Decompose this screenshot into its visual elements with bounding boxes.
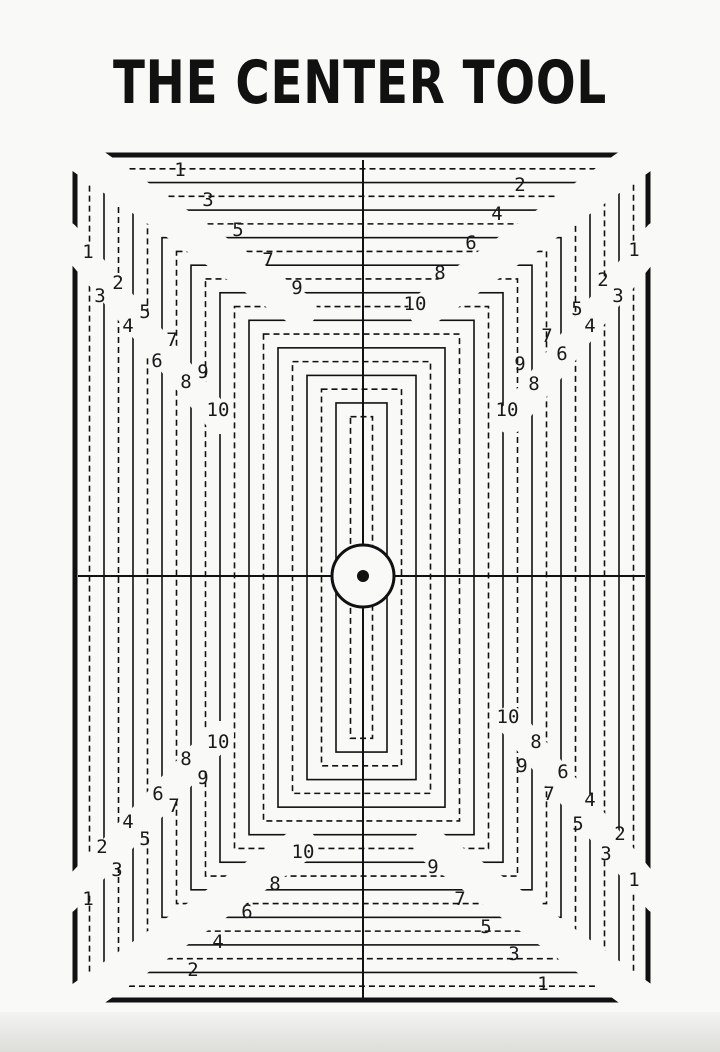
frame-label-6: 6 bbox=[465, 232, 476, 254]
frame-label-5: 5 bbox=[139, 301, 150, 323]
frame-label-7: 7 bbox=[454, 888, 465, 910]
frame-label-8: 8 bbox=[269, 873, 280, 895]
frame-label-2: 2 bbox=[112, 272, 123, 294]
frame-label-8: 8 bbox=[434, 262, 445, 284]
frame-label-1: 1 bbox=[82, 241, 93, 263]
frame-label-10: 10 bbox=[496, 399, 519, 421]
frame-label-10: 10 bbox=[497, 706, 520, 728]
center-dot bbox=[357, 570, 369, 582]
frame-label-8: 8 bbox=[530, 731, 541, 753]
frame-label-4: 4 bbox=[212, 931, 223, 953]
frame-label-2: 2 bbox=[187, 959, 198, 981]
frame-label-9: 9 bbox=[427, 856, 438, 878]
corner-band-3 bbox=[413, 828, 675, 1027]
frame-label-5: 5 bbox=[139, 828, 150, 850]
frame-label-2: 2 bbox=[614, 823, 625, 845]
frame-outline-0 bbox=[72, 152, 651, 1003]
frame-label-1: 1 bbox=[628, 239, 639, 261]
corner-band-2 bbox=[48, 828, 317, 1027]
frame-label-3: 3 bbox=[202, 189, 213, 211]
frame-label-6: 6 bbox=[151, 350, 162, 372]
frame-label-5: 5 bbox=[232, 219, 243, 241]
frame-outline-15 bbox=[291, 360, 432, 795]
frame-outline-13 bbox=[262, 333, 461, 822]
frame-outline-14 bbox=[277, 347, 446, 808]
frame-outline-17 bbox=[320, 388, 403, 767]
side-band-2 bbox=[51, 721, 234, 914]
frame-outline-10 bbox=[219, 291, 504, 864]
frame-label-9: 9 bbox=[514, 353, 525, 375]
frame-label-10: 10 bbox=[207, 399, 230, 421]
frame-label-7: 7 bbox=[168, 795, 179, 817]
frame-outline-3 bbox=[117, 195, 606, 960]
frame-label-4: 4 bbox=[491, 203, 502, 225]
frame-label-4: 4 bbox=[122, 315, 133, 337]
frame-outline-7 bbox=[175, 250, 548, 905]
frame-outline-2 bbox=[103, 181, 620, 974]
frame-outline-5 bbox=[146, 223, 577, 932]
page-title: THE CENTER TOOL bbox=[112, 48, 608, 118]
frame-outline-1 bbox=[88, 167, 635, 988]
frame-label-3: 3 bbox=[612, 285, 623, 307]
frame-label-7: 7 bbox=[541, 325, 552, 347]
frame-outline-4 bbox=[132, 209, 591, 946]
frame-outline-8 bbox=[190, 264, 533, 891]
frame-label-4: 4 bbox=[122, 811, 133, 833]
frame-label-6: 6 bbox=[556, 343, 567, 365]
frame-outline-16 bbox=[306, 374, 417, 781]
frame-outline-12 bbox=[248, 319, 475, 836]
frame-label-1: 1 bbox=[537, 973, 548, 995]
frame-label-10: 10 bbox=[207, 731, 230, 753]
frame-label-3: 3 bbox=[94, 285, 105, 307]
corner-band-1 bbox=[408, 128, 675, 327]
side-band-3 bbox=[496, 706, 672, 914]
frame-label-4: 4 bbox=[584, 789, 595, 811]
frame-label-4: 4 bbox=[584, 315, 595, 337]
frame-label-6: 6 bbox=[557, 761, 568, 783]
frame-label-3: 3 bbox=[111, 859, 122, 881]
frame-label-2: 2 bbox=[514, 174, 525, 196]
frame-outline-6 bbox=[161, 236, 562, 919]
frame-outline-11 bbox=[233, 305, 490, 850]
frame-label-10: 10 bbox=[404, 293, 427, 315]
frame-label-2: 2 bbox=[96, 836, 107, 858]
frame-label-9: 9 bbox=[197, 361, 208, 383]
frame-label-7: 7 bbox=[166, 329, 177, 351]
frame-label-5: 5 bbox=[480, 916, 491, 938]
corner-band-0 bbox=[48, 128, 317, 327]
frame-label-9: 9 bbox=[197, 767, 208, 789]
frame-label-5: 5 bbox=[572, 813, 583, 835]
frame-label-9: 9 bbox=[516, 755, 527, 777]
crosshair-axes bbox=[78, 160, 645, 1000]
frame-label-1: 1 bbox=[82, 888, 93, 910]
frame-label-3: 3 bbox=[508, 943, 519, 965]
frame-label-6: 6 bbox=[241, 901, 252, 923]
frame-label-8: 8 bbox=[180, 748, 191, 770]
frame-label-6: 6 bbox=[152, 783, 163, 805]
frame-label-8: 8 bbox=[528, 373, 539, 395]
frame-label-7: 7 bbox=[262, 249, 273, 271]
frame-label-8: 8 bbox=[180, 371, 191, 393]
frame-label-7: 7 bbox=[543, 783, 554, 805]
side-band-1 bbox=[496, 221, 672, 434]
frame-outline-9 bbox=[204, 278, 519, 877]
frame-label-9: 9 bbox=[291, 277, 302, 299]
frame-label-2: 2 bbox=[597, 269, 608, 291]
side-band-0 bbox=[51, 221, 234, 434]
frame-label-1: 1 bbox=[174, 159, 185, 181]
page-bottom-edge bbox=[0, 1012, 720, 1052]
frame-label-3: 3 bbox=[600, 843, 611, 865]
frame-label-5: 5 bbox=[571, 298, 582, 320]
frame-label-10: 10 bbox=[292, 841, 315, 863]
frame-label-1: 1 bbox=[628, 869, 639, 891]
